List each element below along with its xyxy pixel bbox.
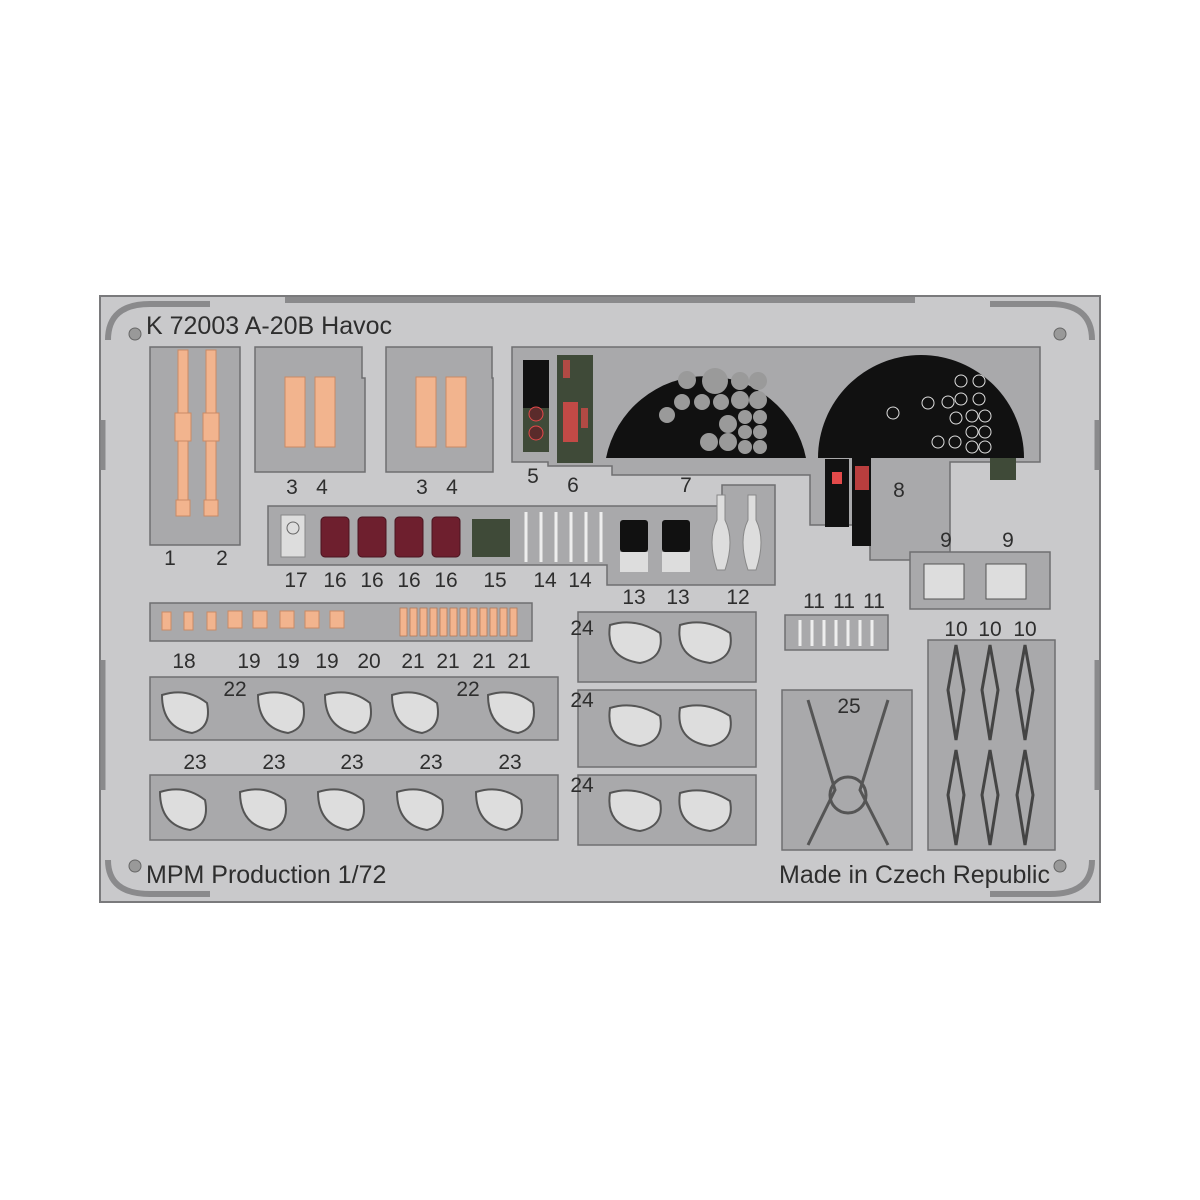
part-5-panel-top bbox=[523, 360, 549, 408]
part-label: 25 bbox=[837, 695, 861, 718]
frame-part-10 bbox=[927, 639, 1056, 851]
frame-belts-3-4-b bbox=[385, 346, 494, 473]
part-label: 9 bbox=[940, 529, 952, 552]
part-label: 23 bbox=[419, 751, 443, 774]
part-label: 23 bbox=[498, 751, 522, 774]
part-label: 24 bbox=[570, 617, 594, 640]
part-label: 7 bbox=[680, 474, 692, 497]
fret-footer-left: MPM Production 1/72 bbox=[146, 861, 387, 889]
part-label: 4 bbox=[446, 476, 458, 499]
part-label: 5 bbox=[527, 465, 539, 488]
part-15 bbox=[472, 519, 510, 557]
frame-part-25 bbox=[781, 689, 913, 851]
frame-belts-3-4-a bbox=[254, 346, 366, 473]
part-label: 14 bbox=[533, 569, 557, 592]
part-label: 13 bbox=[622, 586, 646, 609]
part-label: 2 bbox=[216, 547, 228, 570]
part-label: 19 bbox=[237, 650, 261, 673]
corner-frame-tr bbox=[990, 301, 1095, 341]
corner-frame-bl bbox=[105, 859, 210, 897]
part-8-instrument-panel bbox=[818, 355, 1024, 458]
corner-frame-br bbox=[990, 859, 1095, 897]
part-label: 11 bbox=[833, 590, 855, 613]
part-label: 6 bbox=[567, 474, 579, 497]
part-label: 12 bbox=[726, 586, 750, 609]
part-label: 22 bbox=[223, 678, 247, 701]
part-label: 4 bbox=[316, 476, 328, 499]
part-label: 18 bbox=[172, 650, 196, 673]
part-label: 11 bbox=[803, 590, 825, 613]
part-label: 10 bbox=[1013, 618, 1037, 641]
frame-belts-1-2 bbox=[149, 346, 241, 546]
part-label: 21 bbox=[436, 650, 460, 673]
part-label: 24 bbox=[570, 689, 594, 712]
part-label: 10 bbox=[978, 618, 1002, 641]
part-label: 21 bbox=[472, 650, 496, 673]
part-17 bbox=[280, 514, 306, 558]
part-label: 20 bbox=[357, 650, 381, 673]
part-label: 23 bbox=[183, 751, 207, 774]
corner-frame-tl bbox=[105, 301, 210, 341]
part-label: 24 bbox=[570, 774, 594, 797]
part-label: 11 bbox=[863, 590, 885, 613]
part-label: 3 bbox=[286, 476, 298, 499]
part-label: 16 bbox=[323, 569, 347, 592]
part-label: 15 bbox=[483, 569, 507, 592]
part-label: 16 bbox=[434, 569, 458, 592]
part-label: 9 bbox=[1002, 529, 1014, 552]
part-label: 16 bbox=[397, 569, 421, 592]
part-label: 23 bbox=[262, 751, 286, 774]
part-label: 21 bbox=[401, 650, 425, 673]
part-label: 17 bbox=[284, 569, 308, 592]
part-label: 19 bbox=[276, 650, 300, 673]
part-label: 16 bbox=[360, 569, 384, 592]
fret-footer-right: Made in Czech Republic bbox=[779, 861, 1050, 889]
part-label: 19 bbox=[315, 650, 339, 673]
part-label: 21 bbox=[507, 650, 531, 673]
part-label: 23 bbox=[340, 751, 364, 774]
part-label: 1 bbox=[164, 547, 176, 570]
part-label: 8 bbox=[893, 479, 905, 502]
part-label: 22 bbox=[456, 678, 480, 701]
part-label: 13 bbox=[666, 586, 690, 609]
fret-title: K 72003 A-20B Havoc bbox=[146, 312, 392, 340]
part-label: 14 bbox=[568, 569, 592, 592]
part-label: 3 bbox=[416, 476, 428, 499]
part-label: 10 bbox=[944, 618, 968, 641]
